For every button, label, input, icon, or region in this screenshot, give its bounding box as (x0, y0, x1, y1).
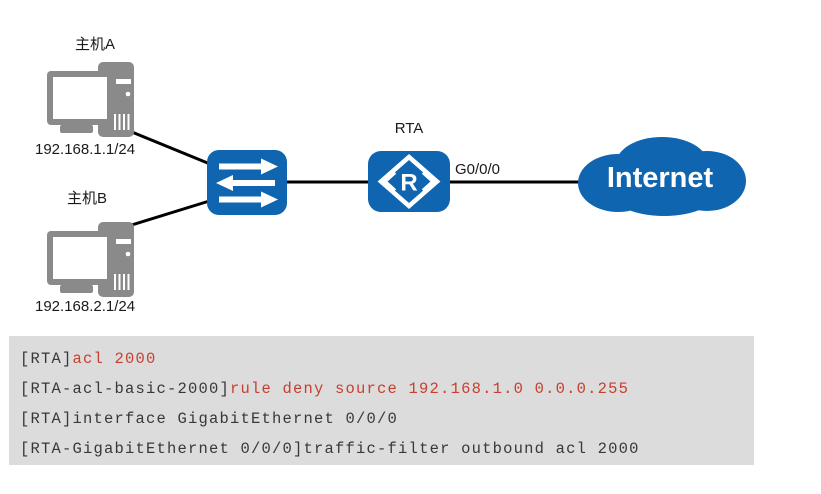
cli-prompt: [RTA-acl-basic-2000] (20, 380, 231, 398)
cli-line: [RTA]acl 2000 (20, 344, 754, 374)
cli-command: rule deny source 192.168.1.0 0.0.0.255 (230, 380, 630, 398)
router-interface-label: G0/0/0 (455, 161, 501, 178)
cli-prompt: [RTA] (20, 410, 73, 428)
host-b-ip: 192.168.2.1/24 (35, 298, 136, 315)
cli-config-block: [RTA]acl 2000 [RTA-acl-basic-2000]rule d… (9, 336, 754, 465)
cli-line: [RTA]interface GigabitEthernet 0/0/0 (20, 404, 754, 434)
cli-command: acl 2000 (72, 350, 157, 368)
host-b-icon (47, 222, 134, 297)
cli-line: [RTA-acl-basic-2000]rule deny source 192… (20, 374, 754, 404)
topology-diagram: R Internet (47, 62, 746, 297)
cli-line: [RTA-GigabitEthernet 0/0/0]traffic-filte… (20, 434, 754, 464)
host-b-label: 主机B (67, 190, 108, 207)
cli-command: interface GigabitEthernet 0/0/0 (72, 410, 399, 428)
router-icon: R (368, 151, 450, 212)
router-glyph: R (400, 170, 417, 197)
host-a-icon (47, 62, 134, 137)
cli-prompt: [RTA] (20, 350, 73, 368)
switch-icon (207, 150, 287, 215)
internet-label: Internet (607, 162, 714, 194)
internet-cloud-icon: Internet (578, 137, 746, 216)
router-label: RTA (394, 120, 424, 137)
link-lines (124, 128, 595, 229)
host-a-ip: 192.168.1.1/24 (35, 141, 136, 158)
host-a-label: 主机A (75, 36, 116, 53)
cli-command: traffic-filter outbound acl 2000 (303, 440, 640, 458)
cli-prompt: [RTA-GigabitEthernet 0/0/0] (20, 440, 304, 458)
